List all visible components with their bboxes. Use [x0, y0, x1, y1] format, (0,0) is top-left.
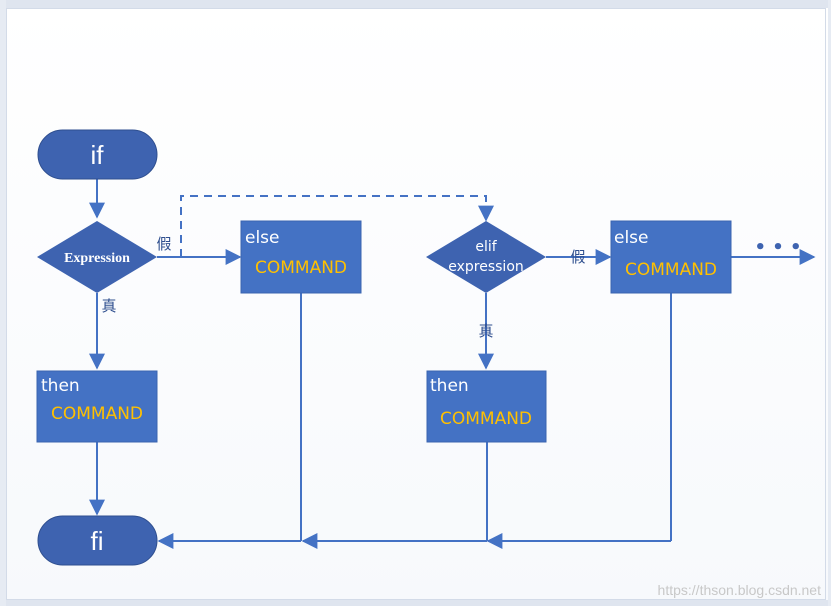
window-frame-top [0, 0, 831, 8]
then-box-2-keyword: then [430, 376, 469, 396]
true-label-1: 真 [101, 297, 116, 315]
terminal-fi [37, 515, 158, 566]
decision-elif-label-line1: elif [475, 239, 497, 255]
else-box-1-command: COMMAND [255, 258, 347, 278]
then-box-2 [426, 370, 547, 443]
canvas-border [6, 8, 826, 600]
decision-expression [37, 221, 157, 293]
else-box-1 [240, 220, 362, 294]
else-box-1-keyword: else [245, 228, 280, 248]
else-box-2 [610, 220, 732, 294]
edge-dashed-to-elif [180, 195, 494, 257]
true-label-2: 真 [478, 322, 493, 340]
window-frame-right [828, 0, 831, 606]
decision-elif [426, 221, 546, 293]
then-box-1-command: COMMAND [51, 404, 143, 424]
watermark: https://thson.blog.csdn.net [657, 582, 821, 598]
terminal-if-label: if [91, 140, 105, 170]
then-box-2-command: COMMAND [440, 409, 532, 429]
then-box-1 [36, 370, 158, 443]
decision-elif-label-line2: expression [448, 259, 524, 275]
terminal-if [37, 129, 158, 180]
else-box-2-keyword: else [614, 228, 649, 248]
terminal-fi-label: fi [91, 526, 104, 556]
else-box-2-command: COMMAND [625, 260, 717, 280]
continuation-ellipsis: • • • [754, 237, 801, 258]
false-label-1: 假 [156, 235, 171, 253]
window-frame-bottom [0, 600, 831, 606]
then-box-1-keyword: then [41, 376, 80, 396]
window-frame-left [0, 0, 6, 606]
false-label-2: 假 [570, 248, 585, 266]
decision-expression-label: Expression [64, 251, 130, 266]
